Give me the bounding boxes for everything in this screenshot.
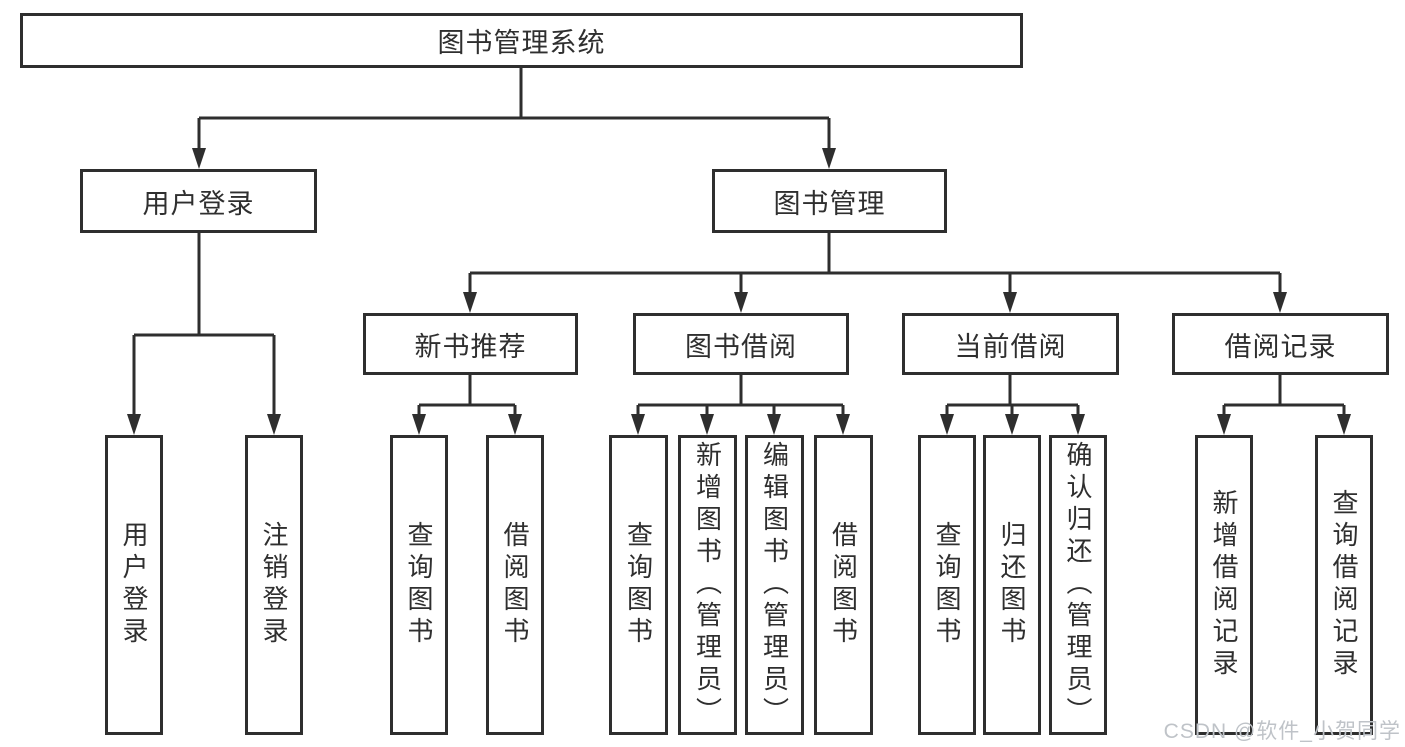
node-borrowing-records: 借阅记录: [1172, 313, 1389, 375]
leaf-add-books-admin: 新增图书（管理员）: [678, 435, 737, 735]
leaf-user-login: 用户登录: [105, 435, 163, 735]
leaf-label: 用户登录: [119, 521, 149, 649]
leaf-query-borrow-record: 查询借阅记录: [1315, 435, 1373, 735]
node-new-book-recommendation: 新书推荐: [363, 313, 578, 375]
node-label: 用户登录: [142, 188, 255, 219]
leaf-label: 查询图书: [623, 521, 654, 649]
node-label: 当前借阅: [954, 331, 1067, 362]
node-book-management-system: 图书管理系统: [20, 13, 1023, 68]
csdn-watermark: CSDN @软件_小贺同学: [1163, 720, 1401, 743]
leaf-add-borrow-record: 新增借阅记录: [1195, 435, 1253, 735]
leaf-label: 编辑图书（管理员）: [759, 441, 790, 729]
leaf-label: 借阅图书: [828, 521, 859, 649]
leaf-label: 查询借阅记录: [1329, 489, 1359, 681]
leaf-label: 新增借阅记录: [1209, 489, 1239, 681]
leaf-label: 注销登录: [259, 521, 289, 649]
leaf-return-books: 归还图书: [983, 435, 1041, 735]
leaf-label: 确认归还（管理员）: [1063, 441, 1093, 729]
leaf-borrow-books-borrow: 借阅图书: [814, 435, 873, 735]
node-label: 图书借阅: [685, 331, 797, 362]
leaf-confirm-return-admin: 确认归还（管理员）: [1049, 435, 1107, 735]
leaf-query-books-recommend: 查询图书: [390, 435, 448, 735]
node-label: 图书管理: [773, 188, 886, 219]
connector-stems: [132, 68, 1346, 416]
leaf-edit-books-admin: 编辑图书（管理员）: [745, 435, 804, 735]
leaf-borrow-books-recommend: 借阅图书: [486, 435, 544, 735]
leaf-logout: 注销登录: [245, 435, 303, 735]
leaf-query-books-borrow: 查询图书: [609, 435, 668, 735]
leaf-query-books-current: 查询图书: [918, 435, 976, 735]
leaf-label: 归还图书: [997, 521, 1027, 649]
node-current-borrowing: 当前借阅: [902, 313, 1119, 375]
leaf-label: 查询图书: [932, 521, 962, 649]
connector-arrowheads: [127, 148, 1351, 435]
node-book-management: 图书管理: [712, 169, 947, 233]
leaf-label: 新增图书（管理员）: [692, 441, 723, 729]
leaf-label: 查询图书: [404, 521, 434, 649]
node-book-borrowing: 图书借阅: [633, 313, 849, 375]
node-user-login: 用户登录: [80, 169, 317, 233]
leaf-label: 借阅图书: [500, 521, 530, 649]
node-label: 图书管理系统: [437, 28, 606, 58]
node-label: 新书推荐: [414, 331, 527, 362]
node-label: 借阅记录: [1224, 331, 1337, 362]
